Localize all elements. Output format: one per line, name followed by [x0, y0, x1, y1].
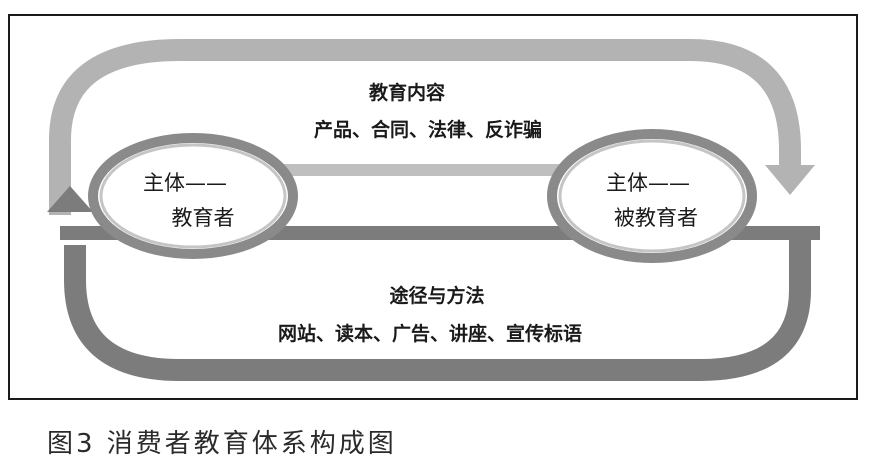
top-loop-band	[49, 39, 801, 215]
figure-caption: 图3 消费者教育体系构成图	[47, 429, 397, 459]
top-connector-band	[280, 164, 570, 176]
left-node-line1: 主体——	[143, 171, 227, 195]
top-flow-title: 教育内容	[369, 81, 445, 104]
right-node-line2: 被教育者	[614, 206, 698, 230]
bottom-flow-title: 途径与方法	[389, 284, 484, 307]
diagram-frame	[8, 14, 858, 400]
left-node-line2: 教育者	[172, 206, 235, 230]
bottom-flow-items: 网站、读本、广告、讲座、宣传标语	[278, 322, 582, 345]
right-node-line1: 主体——	[606, 171, 690, 195]
left-node-inner-ring	[99, 143, 287, 249]
top-flow-items: 产品、合同、法律、反诈骗	[314, 118, 542, 141]
bottom-loop-arrowhead	[47, 186, 93, 212]
bottom-loop-band	[64, 232, 811, 381]
top-loop-arrowhead	[765, 165, 815, 195]
right-node-inner-ring	[558, 139, 746, 253]
